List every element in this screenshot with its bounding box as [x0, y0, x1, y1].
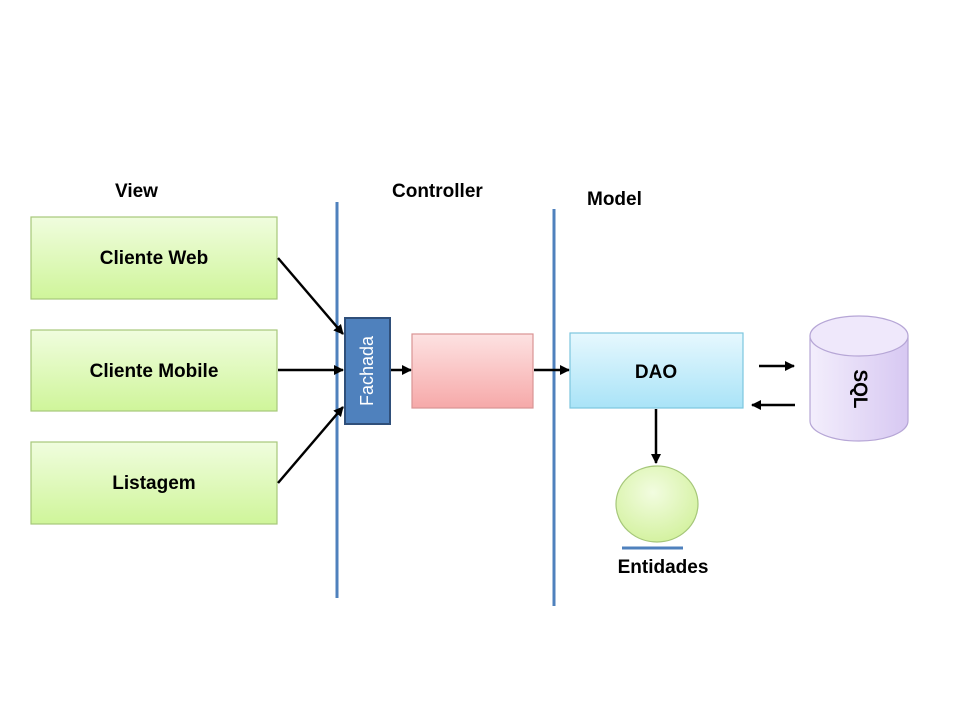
sql-database: SQL	[809, 315, 909, 442]
entities-label: Entidades	[618, 557, 709, 578]
arrow-web-to-facade	[277, 257, 344, 335]
controller-heading: Controller	[392, 181, 483, 202]
facade-box: Fachada	[344, 317, 391, 425]
dao-box: DAO	[569, 332, 744, 409]
view-box-cliente-web: Cliente Web	[30, 216, 278, 300]
facade-label: Fachada	[357, 335, 377, 406]
view-box-label: Cliente Web	[100, 248, 208, 269]
sql-label: SQL	[849, 369, 870, 408]
controller-box	[411, 333, 534, 409]
entities-node: Entidades	[615, 465, 709, 578]
view-box-label: Listagem	[112, 473, 195, 494]
dao-label: DAO	[635, 362, 677, 383]
view-box-listagem: Listagem	[30, 441, 278, 525]
view-box-cliente-mobile: Cliente Mobile	[30, 329, 278, 412]
arrow-listagem-to-facade	[277, 406, 344, 484]
view-heading: View	[115, 181, 158, 202]
model-heading: Model	[587, 189, 642, 210]
view-box-label: Cliente Mobile	[90, 361, 219, 382]
